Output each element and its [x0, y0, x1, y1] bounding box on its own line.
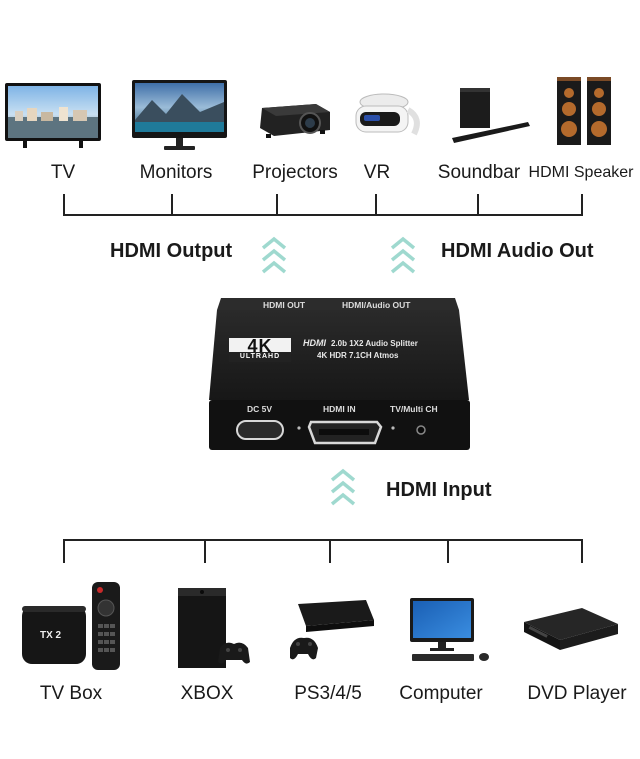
- dvd-player-icon: [520, 606, 620, 656]
- projector-icon: [256, 98, 334, 140]
- input-label-playstation: PS3/4/5: [294, 683, 362, 704]
- speaker-icon: [555, 75, 613, 147]
- input-drop-tv-box: [63, 539, 65, 563]
- hdmi-input-heading: HDMI Input: [386, 479, 492, 501]
- top-port-label-hdmi-out: HDMI OUT: [263, 300, 306, 310]
- monitor-icon: [132, 80, 227, 152]
- input-chevron-arrow-icon: [330, 468, 356, 512]
- output-label-vr: VR: [363, 162, 391, 183]
- output-label-soundbar: Soundbar: [437, 162, 521, 183]
- vr-headset-icon: [354, 92, 424, 142]
- input-label-tv-box: TV Box: [39, 683, 103, 704]
- input-drop-dvd-player: [581, 539, 583, 563]
- output-drop-projectors: [276, 194, 278, 216]
- tv-box-brand: TX 2: [40, 630, 62, 641]
- hdmi-brand-logo: HDMI: [303, 338, 326, 348]
- soundbar-icon: [450, 88, 530, 146]
- input-label-computer: Computer: [399, 683, 483, 704]
- output-drop-soundbar: [477, 194, 479, 216]
- output-drop-tv: [63, 194, 65, 216]
- front-port-label-hdmi-in: HDMI IN: [323, 404, 356, 414]
- output-label-monitors: Monitors: [139, 162, 213, 183]
- output-label-projectors: Projectors: [252, 162, 338, 183]
- front-port-label-dc-5v: DC 5V: [247, 404, 273, 414]
- output-bus-line: [63, 214, 583, 216]
- input-bus-line: [63, 539, 583, 541]
- hdmi-audio-splitter-device: HDMI OUT HDMI/Audio OUT 4K ULTRAHD HDMI …: [207, 296, 472, 451]
- front-port-label-tv-multi-ch: TV/Multi CH: [390, 404, 438, 414]
- output-drop-vr: [375, 194, 377, 216]
- spec-line-2: 4K HDR 7.1CH Atmos: [317, 351, 399, 360]
- computer-icon: [408, 596, 492, 664]
- output-label-tv: TV: [50, 162, 76, 183]
- hdmi-output-heading: HDMI Output: [110, 240, 233, 262]
- input-label-xbox: XBOX: [180, 683, 234, 704]
- badge-ultrahd: ULTRAHD: [239, 353, 281, 360]
- tv-icon: [5, 83, 101, 149]
- top-port-label-hdmi-audio-out: HDMI/Audio OUT: [342, 300, 411, 310]
- input-drop-computer: [447, 539, 449, 563]
- output-drop-monitors: [171, 194, 173, 216]
- spec-line-1: 2.0b 1X2 Audio Splitter: [331, 339, 418, 348]
- audio-out-chevron-arrow-icon: [390, 236, 416, 280]
- tv-box-icon: TX 2: [20, 580, 124, 672]
- input-label-dvd-player: DVD Player: [527, 683, 627, 704]
- hdmi-audio-out-heading: HDMI Audio Out: [441, 240, 594, 262]
- output-label-hdmi-speaker: HDMI Speaker: [528, 164, 634, 181]
- input-drop-playstation: [329, 539, 331, 563]
- output-drop-speaker: [581, 194, 583, 216]
- xbox-icon: [176, 586, 252, 672]
- badge-4k: 4K: [247, 336, 273, 356]
- playstation-icon: [286, 596, 376, 666]
- input-drop-xbox: [204, 539, 206, 563]
- output-chevron-arrow-icon: [261, 236, 287, 280]
